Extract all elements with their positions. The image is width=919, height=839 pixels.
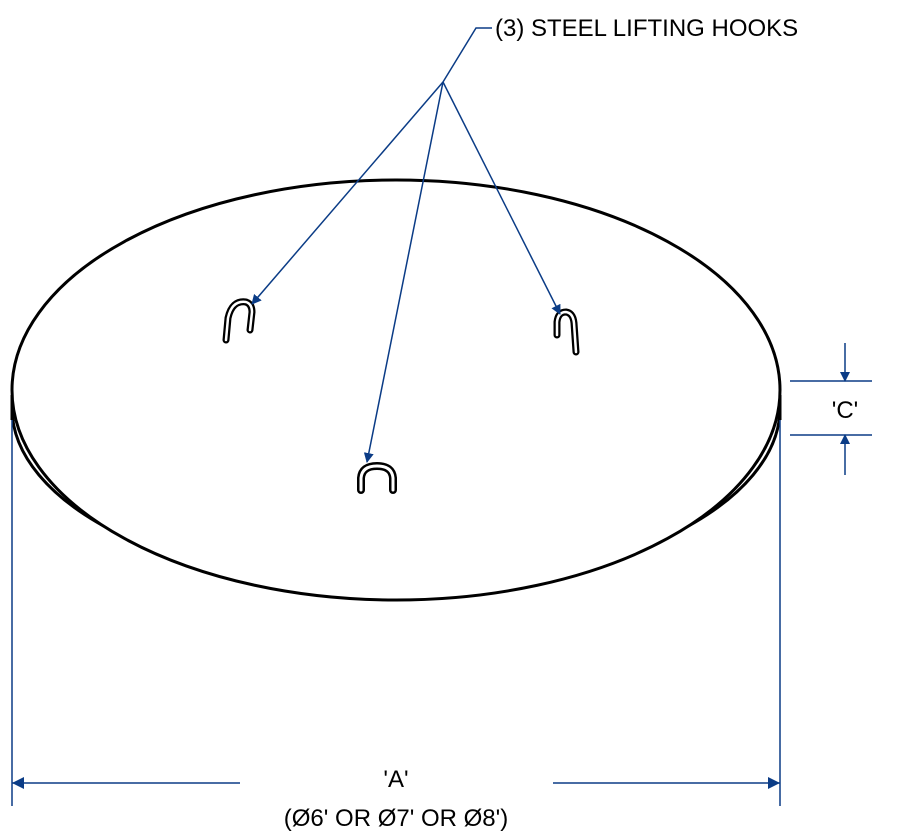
- diameter-options-label: (Ø6' OR Ø7' OR Ø8'): [284, 805, 508, 832]
- callout-arrow-left: [251, 81, 444, 305]
- callout-arrow-right: [442, 81, 561, 315]
- callout-leader-main: [442, 27, 492, 83]
- lid-top-surface: [10, 178, 782, 602]
- diameter-dimension: [11, 420, 781, 806]
- lid-slab: [10, 178, 782, 602]
- thickness-dimension: [790, 343, 872, 475]
- hooks-callout: [251, 27, 561, 463]
- hook-front-icon: [357, 461, 397, 494]
- thickness-label: 'C': [832, 397, 859, 424]
- lifting-hooks: [222, 298, 580, 494]
- diameter-label: 'A': [383, 766, 408, 793]
- hook-left-icon: [222, 298, 256, 344]
- callout-arrow-front: [363, 81, 444, 463]
- hooks-callout-text: (3) STEEL LIFTING HOOKS: [495, 15, 798, 42]
- hook-right-icon: [553, 308, 580, 356]
